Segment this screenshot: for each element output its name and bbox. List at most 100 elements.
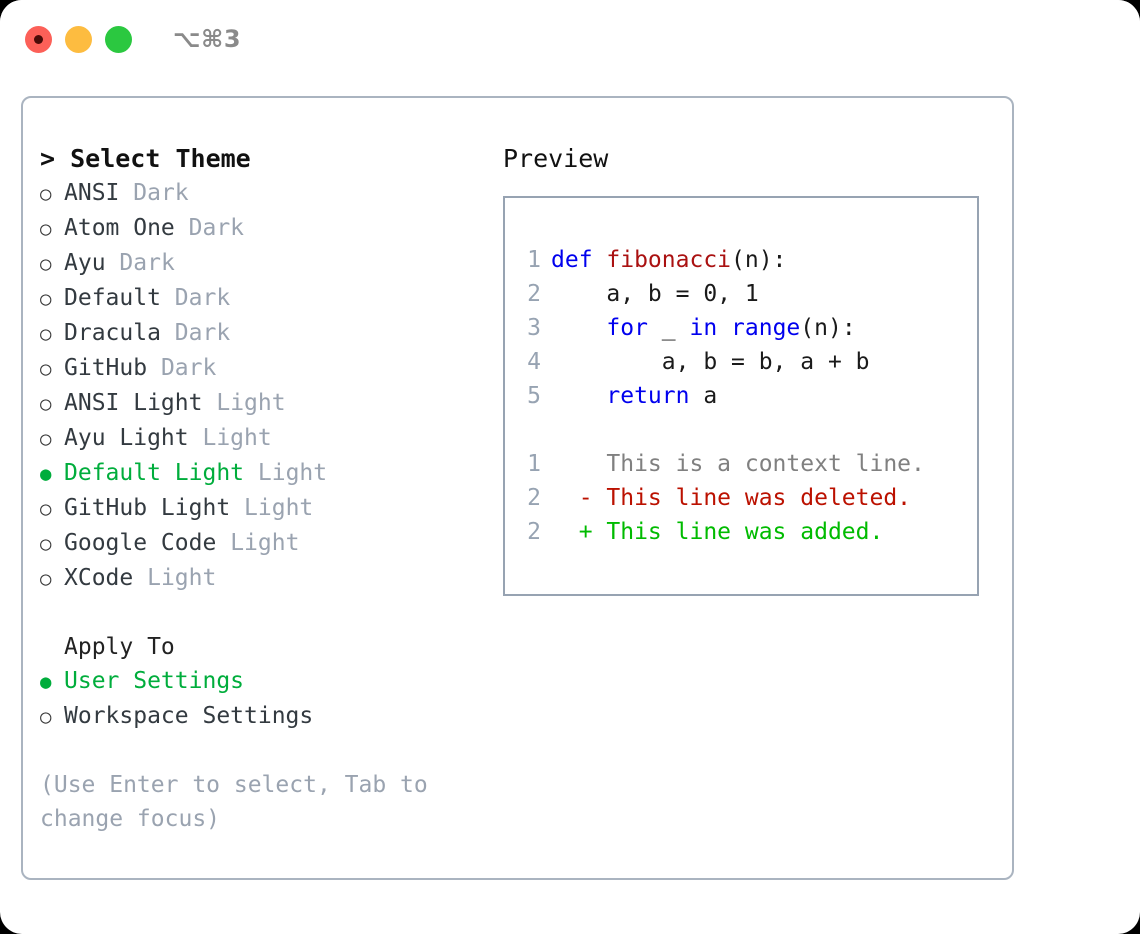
code-line-text: a, b = b, a + b	[551, 345, 870, 379]
theme-name-label: Default	[64, 285, 161, 311]
label-gap	[106, 246, 120, 280]
theme-list-item[interactable]: ○ GitHub Dark	[40, 351, 489, 386]
code-token: a, b = b, a + b	[551, 349, 870, 375]
radio-empty-icon[interactable]: ○	[40, 428, 52, 450]
label-gap	[161, 281, 175, 315]
radio-empty-icon[interactable]: ○	[40, 533, 52, 555]
theme-list-item[interactable]: ●Default Light Light	[40, 456, 489, 491]
radio-empty-icon[interactable]: ○	[40, 288, 52, 310]
theme-variant-badge: Dark	[160, 355, 217, 381]
diff-line: 1 This is a context line.	[505, 447, 977, 481]
code-line: 1 def fibonacci(n):	[505, 243, 977, 277]
radio-empty-icon[interactable]: ○	[40, 323, 52, 345]
maximize-button-icon[interactable]	[105, 25, 132, 53]
diff-line: 2 - This line was deleted.	[505, 481, 977, 515]
minimize-button-icon[interactable]	[65, 25, 92, 53]
label-gap	[216, 526, 230, 560]
apply-to-item[interactable]: ○ Workspace Settings	[40, 699, 489, 734]
line-number: 3	[527, 315, 541, 341]
apply-to-list[interactable]: ●User Settings ○ Workspace Settings	[40, 664, 489, 734]
code-line: 3 for _ in range(n):	[505, 311, 977, 345]
line-number: 5	[527, 383, 541, 409]
theme-name-label: Ayu Light	[64, 425, 189, 451]
theme-name-label: Google Code	[64, 530, 217, 556]
code-line-text: a, b = 0, 1	[551, 277, 759, 311]
label-gap	[230, 491, 244, 525]
theme-list-item[interactable]: ○ANSI Light Light	[40, 386, 489, 421]
code-token: for	[606, 315, 648, 341]
title-bar: ⌥⌘3	[0, 0, 1140, 78]
code-line-text: for _ in range(n):	[551, 311, 855, 345]
radio-empty-icon[interactable]: ○	[40, 183, 52, 205]
diff-line-text: - This line was deleted.	[551, 485, 912, 511]
apply-to-label: Workspace Settings	[64, 703, 314, 729]
apply-to-item[interactable]: ●User Settings	[40, 664, 489, 699]
theme-name-label: ANSI	[64, 180, 120, 206]
theme-variant-badge: Light	[202, 425, 272, 451]
diff-line: 2 + This line was added.	[505, 515, 977, 549]
radio-empty-icon[interactable]: ○	[40, 393, 52, 415]
theme-name-label: Ayu	[64, 250, 106, 276]
theme-name-label: Dracula	[64, 320, 161, 346]
code-token: in	[689, 315, 732, 341]
theme-variant-badge: Dark	[133, 180, 189, 206]
line-number: 2	[527, 485, 541, 511]
theme-list[interactable]: ○ANSI Dark○Atom One Dark○Ayu Dark○Defaul…	[40, 176, 489, 596]
theme-list-item[interactable]: ○ Ayu Dark	[40, 246, 489, 281]
close-button-icon[interactable]	[25, 25, 52, 53]
label-gap	[119, 176, 133, 210]
theme-variant-badge: Light	[216, 390, 286, 416]
radio-empty-icon[interactable]: ○	[40, 706, 52, 728]
radio-empty-icon[interactable]: ○	[40, 358, 52, 380]
theme-list-item[interactable]: ○XCode Light	[40, 561, 489, 596]
theme-list-item[interactable]: ○Atom One Dark	[40, 211, 489, 246]
code-token: return	[606, 383, 690, 409]
theme-variant-badge: Dark	[119, 250, 175, 276]
code-line-text: return a	[551, 379, 717, 413]
code-line: 2 a, b = 0, 1	[505, 277, 977, 311]
diff-line-text: This is a context line.	[551, 451, 925, 477]
preview-title: Preview	[503, 144, 609, 173]
code-line-text: def fibonacci(n):	[551, 243, 786, 277]
theme-list-item[interactable]: ○ Default Dark	[40, 281, 489, 316]
theme-list-item[interactable]: ○ Dracula Dark	[40, 316, 489, 351]
code-token: range	[731, 315, 801, 341]
radio-empty-icon[interactable]: ○	[40, 253, 52, 275]
radio-empty-icon[interactable]: ○	[40, 568, 52, 590]
radio-selected-icon[interactable]: ●	[40, 463, 52, 485]
line-number: 1	[527, 247, 541, 273]
theme-list-item[interactable]: ○ Ayu Light Light	[40, 421, 489, 456]
window-controls	[25, 25, 132, 53]
recording-dot-icon	[34, 34, 43, 44]
code-token: _	[647, 315, 690, 341]
theme-variant-badge: Dark	[174, 320, 231, 346]
label-gap	[189, 421, 203, 455]
code-token	[551, 383, 606, 409]
list-spacer	[40, 596, 489, 630]
keyboard-hint: (Use Enter to select, Tab to change focu…	[40, 772, 428, 832]
code-line: 4 a, b = b, a + b	[505, 345, 977, 379]
theme-list-item[interactable]: ○ Google Code Light	[40, 526, 489, 561]
code-diff-gap	[505, 413, 977, 447]
label-gap	[244, 456, 258, 490]
code-token: a, b = 0, 1	[551, 281, 759, 307]
radio-selected-icon[interactable]: ●	[40, 671, 52, 693]
code-line: 5 return a	[505, 379, 977, 413]
theme-variant-badge: Dark	[188, 215, 245, 241]
theme-list-item[interactable]: ○ ANSI Dark	[40, 176, 489, 211]
code-token: fibonacci	[606, 247, 732, 273]
radio-empty-icon[interactable]: ○	[40, 218, 52, 240]
radio-empty-icon[interactable]: ○	[40, 498, 52, 520]
theme-list-item[interactable]: ○GitHub Light Light	[40, 491, 489, 526]
label-gap	[147, 351, 161, 385]
theme-variant-badge: Dark	[174, 285, 231, 311]
theme-variant-badge: Light	[147, 565, 217, 591]
theme-name-label: Default Light	[64, 460, 245, 486]
theme-variant-badge: Light	[230, 530, 300, 556]
theme-name-label: GitHub	[64, 355, 148, 381]
code-token: (n):	[731, 247, 787, 273]
line-number: 1	[527, 451, 541, 477]
label-gap	[133, 561, 147, 595]
code-token	[551, 315, 606, 341]
